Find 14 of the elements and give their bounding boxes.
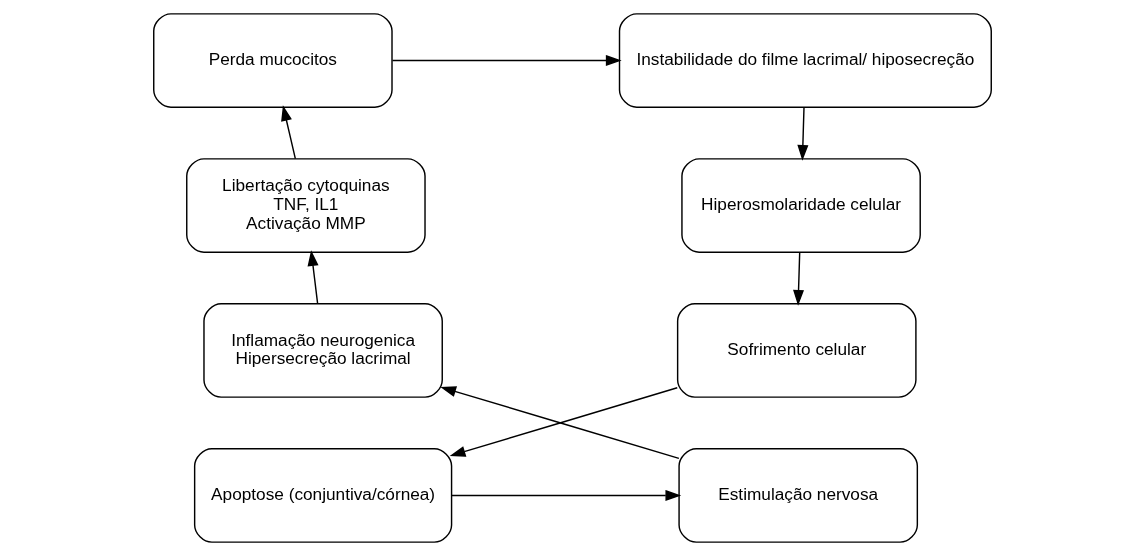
node-box: Apoptose (conjuntiva/córnea) (193, 448, 453, 543)
node-box: Estimulação nervosa (678, 448, 919, 543)
arrow (450, 489, 682, 501)
node-box: Instabilidade do filme lacrimal/ hiposecreção (618, 13, 992, 108)
node-box: Libertação cytoquinas TNF, IL1 Activação MMP (186, 158, 426, 253)
node-box: Perda mucocitos (153, 13, 393, 108)
node-box: Hiperosmolaridade celular (681, 158, 921, 253)
arrow (793, 251, 805, 306)
arrow (797, 106, 809, 161)
node-box: Inflamação neurogenica Hipersecreção lacrimal (203, 303, 443, 398)
arrow (391, 55, 622, 67)
arrow (307, 250, 319, 305)
node-box: Sofrimento celular (676, 303, 917, 398)
arrow (281, 105, 297, 160)
